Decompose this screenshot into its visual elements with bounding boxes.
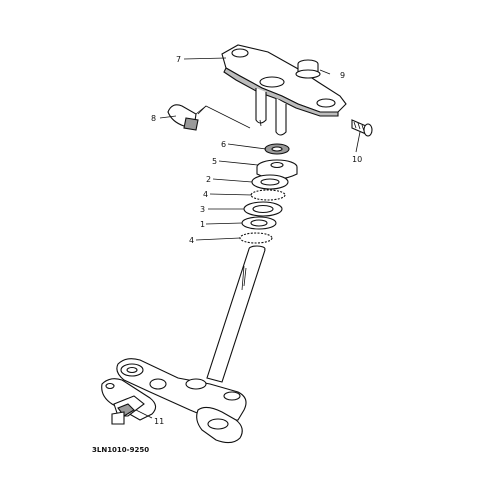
callout-5: 5 <box>212 157 217 166</box>
callout-1: 1 <box>200 220 205 229</box>
bearing-cover <box>256 159 298 180</box>
cap-nut <box>295 59 321 79</box>
callout-4-lower: 4 <box>189 236 194 245</box>
steering-stem <box>206 245 266 383</box>
callout-10: 10 <box>352 155 362 164</box>
middle-race <box>243 201 283 217</box>
callout-4-upper: 4 <box>203 190 208 199</box>
ring-nut <box>264 143 290 155</box>
callout-8: 8 <box>151 114 156 123</box>
clamp-bolt <box>351 119 373 137</box>
cable-holder <box>111 395 145 425</box>
leader-lines <box>135 57 361 419</box>
callout-3: 3 <box>200 205 205 214</box>
figure-code: 3LN1010-9250 <box>92 446 149 454</box>
callout-11: 11 <box>154 417 164 426</box>
callout-2: 2 <box>206 175 211 184</box>
upper-race <box>251 174 289 190</box>
upper-bracket <box>221 44 347 136</box>
callout-labels: 7 9 8 6 10 5 2 4 3 1 4 11 <box>151 55 362 426</box>
lower-ball-bearing <box>239 232 273 244</box>
lower-race <box>241 216 277 230</box>
upper-ball-bearing <box>250 189 286 201</box>
callout-7: 7 <box>176 55 181 64</box>
callout-6: 6 <box>221 140 226 149</box>
cable-guide <box>167 104 207 131</box>
callout-9: 9 <box>340 71 345 80</box>
